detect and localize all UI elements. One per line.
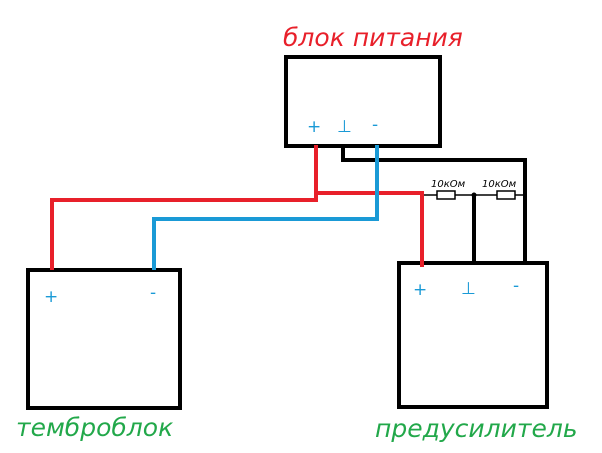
- resistor-1: [436, 190, 456, 200]
- positive-wire-psu-to-tone-block: [50, 145, 318, 270]
- psu-plus-label: +: [307, 117, 321, 137]
- tone-block-box: [26, 268, 182, 410]
- psu-minus-label: -: [372, 115, 378, 135]
- psu-ground-label: ⊥: [337, 117, 352, 137]
- preamp-plus-label: +: [413, 280, 427, 300]
- positive-wires: [50, 145, 424, 270]
- tone-block-plus-label: +: [44, 287, 58, 307]
- tone-block-minus-label: -: [150, 283, 156, 303]
- resistor-2: [496, 190, 516, 200]
- preamp-ground-label: ⊥: [461, 279, 476, 299]
- divider-node: [471, 192, 477, 198]
- preamp-minus-label: -: [513, 276, 519, 296]
- resistor-1-label: 10кОм: [431, 179, 466, 190]
- positive-wire-psu-to-preamp: [314, 191, 424, 267]
- negative-wires: [152, 145, 379, 270]
- negative-wire-psu-to-tone-block: [152, 145, 379, 270]
- resistor-divider: 10кОм 10кОм: [420, 179, 525, 200]
- preamp-title: предусилитель: [375, 414, 578, 443]
- ground-wires: [341, 147, 527, 263]
- ground-wire-psu-to-preamp-minus: [341, 147, 527, 263]
- resistor-2-label: 10кОм: [482, 179, 517, 190]
- power-supply-box: [284, 55, 442, 148]
- tone-block-title: темброблок: [16, 413, 173, 442]
- power-supply-title: блок питания: [283, 23, 463, 52]
